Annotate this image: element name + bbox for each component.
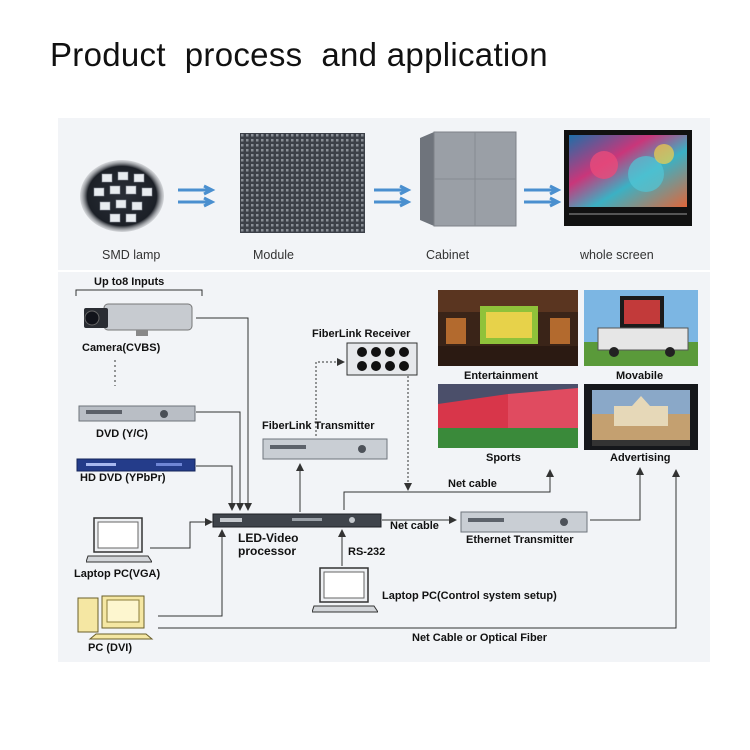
processor-label: LED-Video processor bbox=[238, 532, 298, 558]
rs232-label: RS-232 bbox=[348, 546, 385, 558]
ethernet-transmitter-icon bbox=[460, 510, 588, 534]
desktop-pc-icon bbox=[76, 594, 156, 640]
fiber-receiver-icon bbox=[346, 342, 418, 376]
control-laptop-label: Laptop PC(Control system setup) bbox=[382, 590, 557, 602]
movable-screen-image bbox=[584, 290, 698, 366]
dvd-player-icon bbox=[78, 404, 196, 424]
ethernet-transmitter-label: Ethernet Transmitter bbox=[466, 534, 574, 546]
camera-label: Camera(CVBS) bbox=[82, 342, 160, 354]
app-label-entertainment: Entertainment bbox=[464, 370, 538, 382]
fiber-transmitter-label: FiberLink Transmitter bbox=[262, 420, 374, 432]
app-label-movable: Movabile bbox=[616, 370, 663, 382]
led-video-processor-icon bbox=[212, 512, 382, 530]
laptop-vga-label: Laptop PC(VGA) bbox=[74, 568, 160, 580]
fiber-receiver-label: FiberLink Receiver bbox=[312, 328, 410, 340]
hd-dvd-player-icon bbox=[76, 458, 196, 472]
inputs-header: Up to8 Inputs bbox=[94, 276, 164, 288]
entertainment-image bbox=[438, 290, 578, 366]
dvd-label: DVD (Y/C) bbox=[96, 428, 148, 440]
camera-icon bbox=[80, 298, 196, 338]
pc-dvi-label: PC (DVI) bbox=[88, 642, 132, 654]
net-cable-label-2: Net cable bbox=[390, 520, 439, 532]
control-laptop-icon bbox=[312, 566, 378, 614]
app-label-sports: Sports bbox=[486, 452, 521, 464]
net-cable-label-1: Net cable bbox=[448, 478, 497, 490]
sports-image bbox=[438, 384, 578, 448]
app-label-advertising: Advertising bbox=[610, 452, 671, 464]
hd-dvd-label: HD DVD (YPbPr) bbox=[80, 472, 166, 484]
advertising-image bbox=[584, 384, 698, 450]
laptop-icon bbox=[86, 516, 152, 564]
net-cable-optical-label: Net Cable or Optical Fiber bbox=[412, 632, 547, 644]
fiber-transmitter-icon bbox=[262, 436, 388, 462]
